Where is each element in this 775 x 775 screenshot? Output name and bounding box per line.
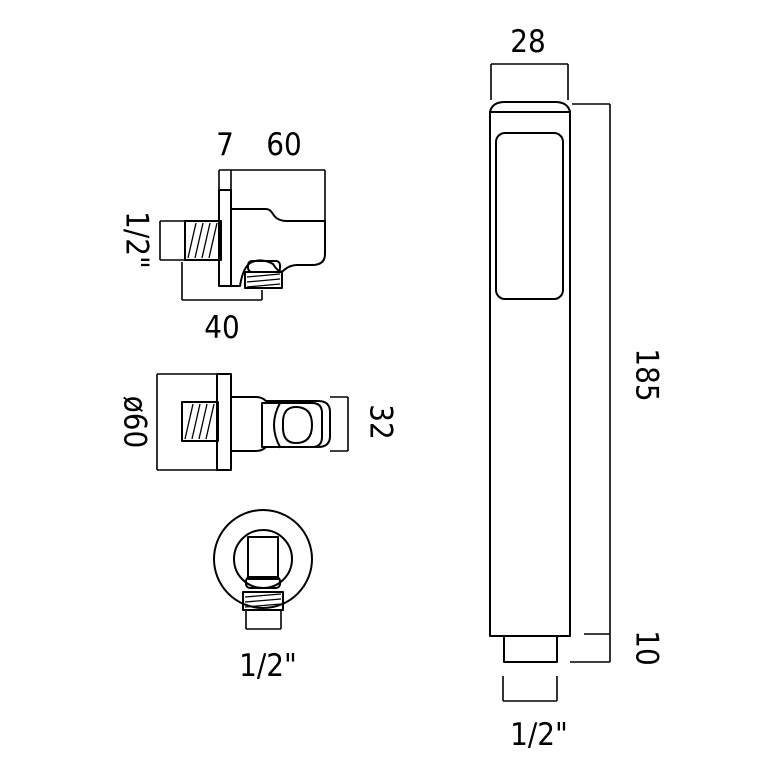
label-handset-length: 185 (629, 348, 665, 401)
label-holder-length: 60 (266, 127, 301, 163)
label-holder-side-thread: 1/2" (119, 211, 155, 269)
label-handset-width: 28 (510, 24, 545, 60)
label-handset-connector: 10 (629, 630, 665, 665)
front-body (247, 536, 279, 580)
top-cradle (261, 402, 323, 448)
side-thread-body (184, 220, 222, 261)
top-cradle-opening (273, 401, 314, 449)
handset-spray-face (495, 132, 564, 300)
side-flange (218, 189, 232, 287)
handset-body (489, 101, 571, 637)
side-swivel-thread (244, 271, 283, 289)
front-swivel-thread-lines (244, 593, 282, 608)
holder-front-view: 1/2" (213, 509, 313, 684)
label-holder-base: 40 (204, 310, 239, 346)
side-swivel-thread-lines (246, 273, 281, 288)
front-swivel-thread (242, 591, 284, 611)
top-body (230, 396, 331, 452)
handset-view: 28 185 10 1/2" (489, 24, 665, 753)
front-flange-outer (213, 509, 313, 609)
holder-side-view: 7 60 40 1/2" (119, 127, 326, 346)
side-thread-lines (187, 222, 218, 259)
holder-top-view: ø60 32 (117, 373, 399, 471)
handset-connector (503, 635, 558, 663)
label-holder-depth: 7 (216, 127, 234, 163)
front-swivel-nut (245, 576, 281, 589)
label-handset-thread: 1/2" (510, 717, 568, 753)
label-flange-diameter: ø60 (117, 396, 153, 449)
label-front-thread: 1/2" (239, 648, 297, 684)
label-holder-width: 32 (363, 404, 399, 439)
top-thread-lines (184, 403, 215, 440)
top-flange (216, 373, 232, 471)
